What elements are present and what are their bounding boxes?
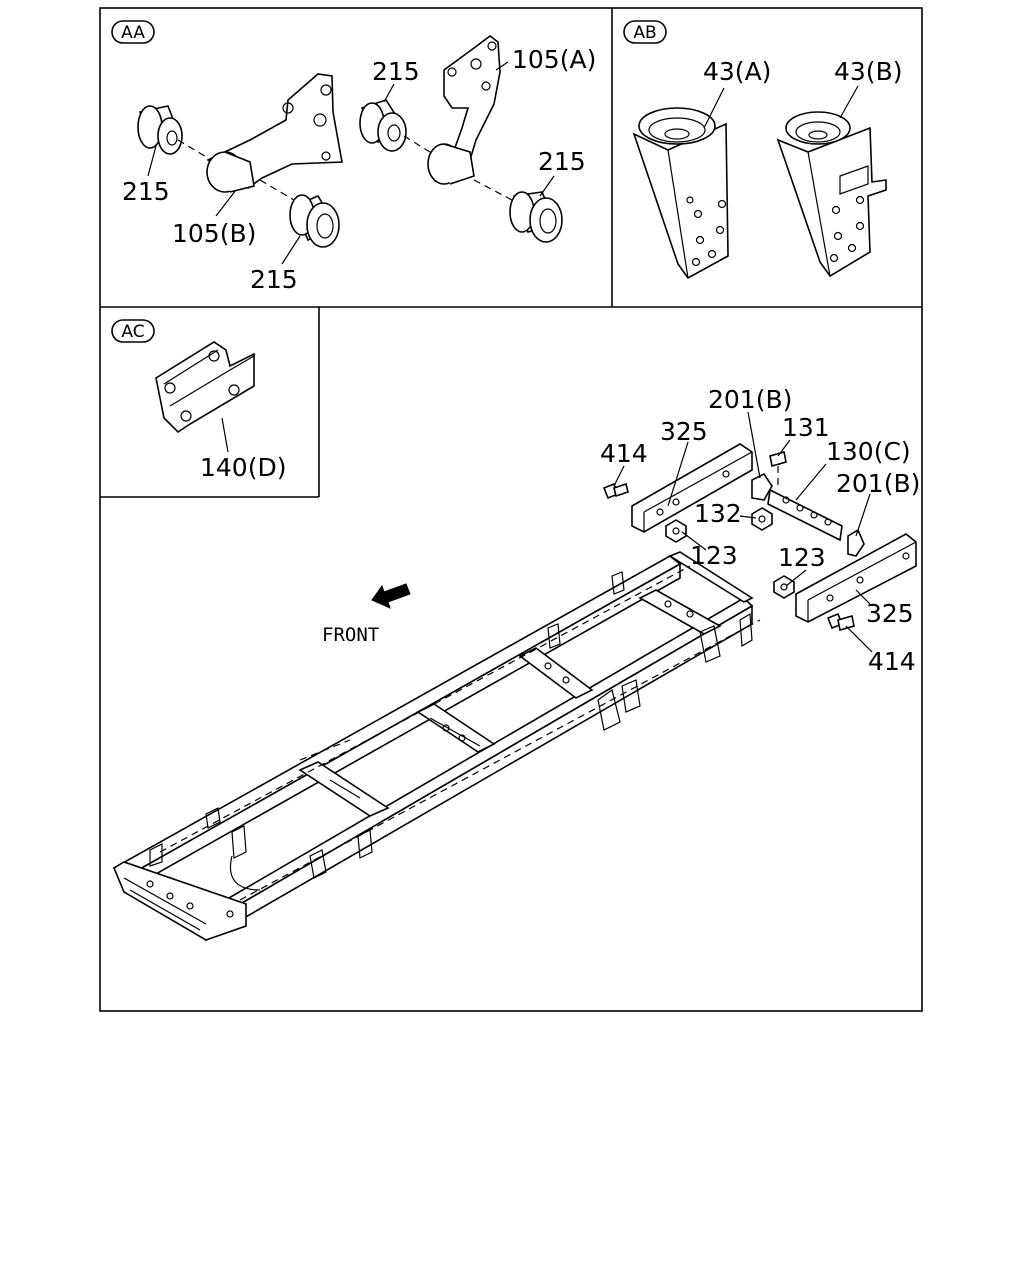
bracket-43a xyxy=(632,107,729,280)
bracket-105b xyxy=(206,73,343,193)
bolt-414-left xyxy=(602,482,629,500)
bracket-201b-left xyxy=(751,472,773,501)
plate-130c xyxy=(767,488,843,542)
panel-frames xyxy=(99,7,923,1012)
bracket-43b xyxy=(776,111,887,278)
panel-badge-ac: AC xyxy=(111,319,155,343)
nut-123-left xyxy=(665,519,687,543)
label-105a: 105(A) xyxy=(512,45,596,74)
label-132: 132 xyxy=(694,499,742,528)
label-215-left: 215 xyxy=(122,177,170,206)
nut-123-right xyxy=(773,575,795,599)
panel-badge-aa: AA xyxy=(111,20,155,44)
label-201b-right: 201(B) xyxy=(836,469,920,498)
label-414-right: 414 xyxy=(868,647,916,676)
panel-ab: AB xyxy=(623,20,902,280)
bolt-414-right xyxy=(826,612,855,632)
label-201b-top: 201(B) xyxy=(708,385,792,414)
front-arrow-icon xyxy=(371,583,411,609)
rail-325-right xyxy=(795,533,917,623)
bracket-201b-right xyxy=(847,528,865,557)
label-215-top: 215 xyxy=(372,57,420,86)
label-131: 131 xyxy=(782,413,830,442)
label-43b: 43(B) xyxy=(834,57,902,86)
label-105b: 105(B) xyxy=(172,219,256,248)
label-325-right: 325 xyxy=(866,599,914,628)
bracket-140d xyxy=(155,341,255,434)
svg-text:AB: AB xyxy=(633,23,656,43)
bushing-215-bottom xyxy=(289,194,340,248)
panel-ac: AC 140(D) xyxy=(111,319,286,482)
bracket-105a xyxy=(427,35,501,185)
label-325-left: 325 xyxy=(660,417,708,446)
bolt-131 xyxy=(769,450,787,490)
chassis-frame xyxy=(112,551,761,942)
label-43a: 43(A) xyxy=(703,57,771,86)
nut-132 xyxy=(751,507,773,531)
label-130c: 130(C) xyxy=(826,437,911,466)
bushing-215-right xyxy=(509,191,563,243)
panel-badge-ab: AB xyxy=(623,20,667,44)
bushing-215-left xyxy=(137,105,183,155)
label-414-left: 414 xyxy=(600,439,648,468)
svg-text:AA: AA xyxy=(121,23,145,43)
label-123-right: 123 xyxy=(778,543,826,572)
panel-aa: AA xyxy=(111,20,596,294)
label-215-right: 215 xyxy=(538,147,586,176)
svg-text:AC: AC xyxy=(121,322,144,342)
front-label: FRONT xyxy=(322,624,379,646)
panel-main: FRONT xyxy=(112,385,920,942)
label-123-left: 123 xyxy=(690,541,738,570)
bushing-215-top xyxy=(359,99,407,152)
label-215-bottom: 215 xyxy=(250,265,298,294)
rail-325-left xyxy=(631,443,753,533)
label-140d: 140(D) xyxy=(200,453,286,482)
